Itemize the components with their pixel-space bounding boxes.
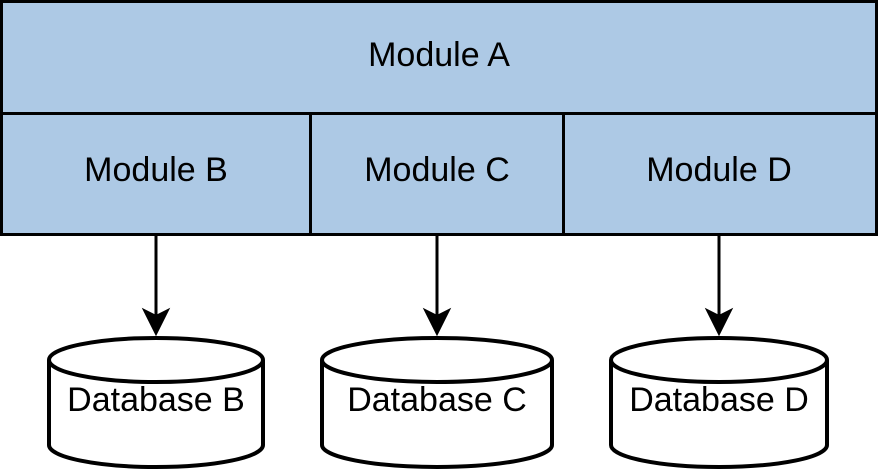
module-b-box: Module B [0,112,312,236]
database-d-label: Database D [629,381,809,419]
arrowhead-d [704,307,734,337]
database-d-cylinder: Database D [609,336,829,469]
module-a-box: Module A [0,0,878,115]
module-a-label: Module A [368,36,510,74]
arrowhead-b [141,307,171,337]
module-c-label: Module C [364,151,510,189]
database-c-label: Database C [347,381,527,419]
module-c-box: Module C [309,112,565,236]
arrowhead-c [422,307,452,337]
module-d-label: Module D [646,151,792,189]
arrow-c [422,236,452,337]
module-b-label: Module B [84,151,228,189]
module-d-box: Module D [562,112,878,236]
database-c-cylinder: Database C [320,336,554,469]
arrow-b [141,236,171,337]
database-b-cylinder: Database B [47,336,265,469]
database-b-label: Database B [67,381,245,419]
arrow-d [704,236,734,337]
